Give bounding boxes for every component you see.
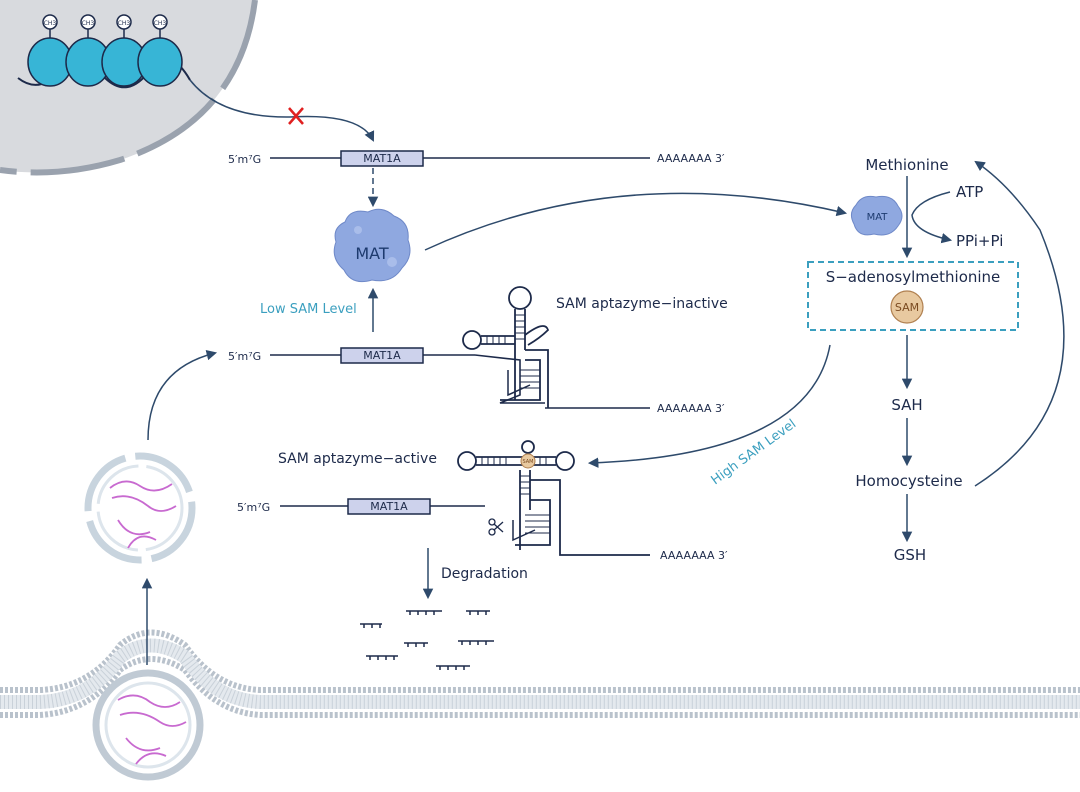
gene-label: MAT1A <box>363 349 401 362</box>
sam-molecule: SAM <box>890 290 924 324</box>
cap-label: 5′m⁷G <box>228 153 261 166</box>
degraded-rna-fragments <box>360 610 494 670</box>
aptazyme-active-structure: SAM <box>457 440 650 556</box>
polya-label: AAAAAAA 3′ <box>660 549 728 562</box>
nucleosome-4: CH3 <box>137 14 183 87</box>
mrna-transcript-2: 5′m⁷G MAT1A AAAAAAA 3′ <box>228 347 725 415</box>
cell-membrane <box>0 629 1080 718</box>
high-sam-arrow <box>587 344 831 468</box>
ppi-label: PPi+Pi <box>956 232 1003 250</box>
mrna-transcript-1: 5′m⁷G MAT1A AAAAAAA 3′ <box>228 150 725 167</box>
atp-label: ATP <box>956 183 983 201</box>
mrna-transcript-3: 5′m⁷G MAT1A AAAAAAA 3′ <box>237 498 728 562</box>
methyl-label: CH3 <box>44 20 57 27</box>
gene-label: MAT1A <box>363 152 401 165</box>
mat-small-label: MAT <box>867 212 889 223</box>
vesicle-endocytosis <box>92 669 204 781</box>
aptazyme-inactive-structure <box>462 286 550 408</box>
cap-label: 5′m⁷G <box>228 350 261 363</box>
mat-protein-small: MAT <box>850 195 903 236</box>
homocysteine-label: Homocysteine <box>855 472 962 490</box>
cap-label: 5′m⁷G <box>237 501 270 514</box>
gene-label: MAT1A <box>370 500 408 513</box>
sam-full-label: S−adenosylmethionine <box>826 268 1001 286</box>
gsh-label: GSH <box>894 546 926 564</box>
mat-large-label: MAT <box>355 244 389 263</box>
methyl-label: CH3 <box>82 20 95 27</box>
low-sam-label: Low SAM Level <box>260 302 357 317</box>
mat-protein-large: MAT <box>333 208 411 283</box>
blocked-transcription-arrow <box>189 79 375 142</box>
polya-label: AAAAAAA 3′ <box>657 402 725 415</box>
methionine-label: Methionine <box>865 156 948 174</box>
degradation-label: Degradation <box>441 566 528 582</box>
homocysteine-recycle-arrow <box>974 160 1065 487</box>
methyl-label: CH3 <box>118 20 131 27</box>
scissors-icon <box>488 518 504 536</box>
sam-box <box>807 261 1019 331</box>
vesicle-to-mrna-arrow <box>147 349 218 441</box>
sam-label: SAM <box>895 301 919 314</box>
atp-ppi-arrow <box>911 191 953 244</box>
aptazyme-active-label: SAM aptazyme−active <box>278 451 437 467</box>
sah-label: SAH <box>891 396 922 414</box>
vesicle-cytoplasm <box>84 452 196 564</box>
nucleosome-3: CH3 <box>101 14 147 87</box>
aptazyme-inactive-label: SAM aptazyme−inactive <box>556 296 728 312</box>
methyl-label: CH3 <box>154 20 167 27</box>
sam-small-label: SAM <box>522 459 533 465</box>
mat-to-pathway-arrow <box>424 192 848 251</box>
nucleosome-array: CH3 CH3 CH3 CH3 <box>17 14 191 89</box>
polya-label: AAAAAAA 3′ <box>657 152 725 165</box>
inhibit-cross-icon <box>288 107 304 125</box>
high-sam-label: High SAM Level <box>709 417 800 489</box>
